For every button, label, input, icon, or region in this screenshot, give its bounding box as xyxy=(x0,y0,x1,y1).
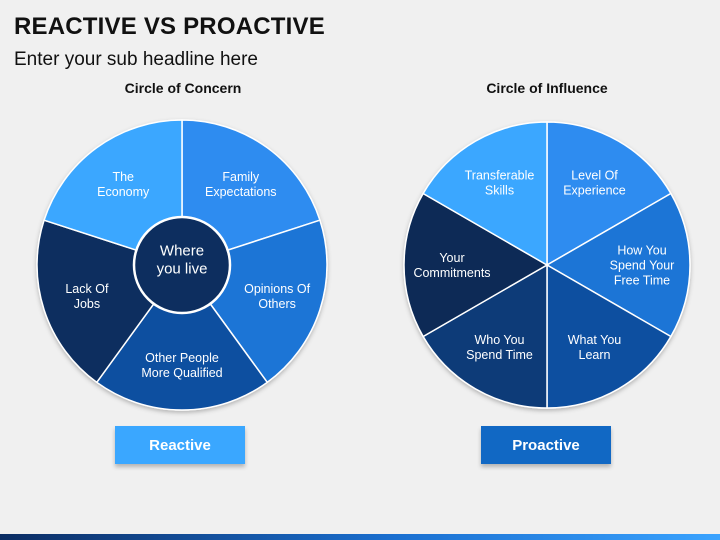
concern-segment-label-line: More Qualified xyxy=(141,366,222,380)
center-circle-label-line: Where xyxy=(160,242,204,259)
influence-segment[interactable] xyxy=(546,192,691,338)
influence-segment-label-line: How You xyxy=(617,243,666,257)
influence-segment-label-line: Level Of xyxy=(571,169,618,183)
concern-segment[interactable] xyxy=(96,264,268,411)
concern-segment[interactable] xyxy=(181,119,321,266)
center-circle-label-line: you live xyxy=(157,260,208,277)
influence-segment[interactable] xyxy=(422,264,548,409)
influence-segment-label-line: Experience xyxy=(563,184,626,198)
influence-segment[interactable] xyxy=(422,121,548,266)
bottom-accent-bar xyxy=(0,534,720,540)
proactive-button[interactable]: Proactive xyxy=(481,426,611,464)
slide-subtitle: Enter your sub headline here xyxy=(14,49,258,70)
influence-segment-label-line: Commitments xyxy=(413,266,490,280)
concern-segment-label-line: Jobs xyxy=(74,297,100,311)
concern-segment-label-line: Family xyxy=(222,170,260,184)
influence-segment-label-line: Spend Time xyxy=(466,348,533,362)
influence-segment-label-line: Transferable xyxy=(465,169,535,183)
influence-segment-label-line: Spend Your xyxy=(610,258,675,272)
concern-segment-label-line: Other People xyxy=(145,351,219,365)
circle-of-influence-heading: Circle of Influence xyxy=(486,80,608,96)
concern-segment-label-line: Others xyxy=(258,297,296,311)
influence-segment-label-line: Who You xyxy=(474,333,524,347)
influence-segment-label-line: Your xyxy=(439,251,464,265)
influence-segment-label-line: What You xyxy=(568,333,622,347)
concern-segment-label-line: Expectations xyxy=(205,185,277,199)
concern-segment[interactable] xyxy=(43,119,183,266)
concern-segment-label-line: Economy xyxy=(97,185,150,199)
influence-segment-label-line: Learn xyxy=(579,348,611,362)
concern-segment-label-line: Lack Of xyxy=(65,282,109,296)
influence-segment[interactable] xyxy=(546,264,672,409)
influence-segment-label-line: Skills xyxy=(485,184,514,198)
influence-segment-label-line: Free Time xyxy=(614,273,670,287)
influence-segment[interactable] xyxy=(403,192,548,338)
influence-segment[interactable] xyxy=(546,121,672,266)
slide-title: REACTIVE VS PROACTIVE xyxy=(14,13,325,40)
reactive-button[interactable]: Reactive xyxy=(115,426,245,464)
center-circle xyxy=(132,215,232,315)
concern-segment-label-line: The xyxy=(112,170,134,184)
circle-of-concern-heading: Circle of Concern xyxy=(124,80,242,96)
concern-segment-label-line: Opinions Of xyxy=(244,282,311,296)
